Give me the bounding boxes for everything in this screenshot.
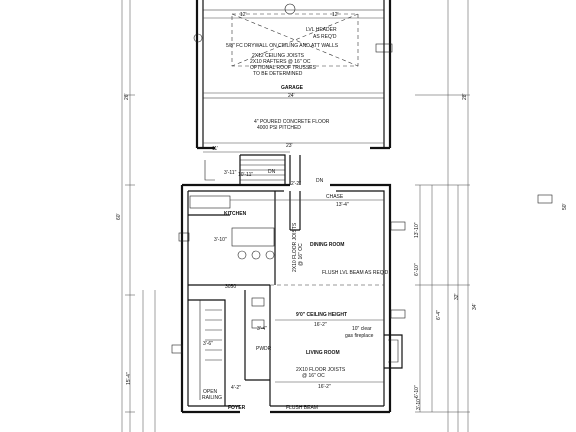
dim-24: 24': [288, 93, 295, 99]
dim-23: 23': [286, 143, 293, 149]
svg-text:@ 16" OC: @ 16" OC: [298, 243, 304, 266]
dim-13-10: 13'-10": [414, 222, 420, 238]
dim-10-11: 10'-11": [238, 172, 253, 178]
dim-3-11: 3'-11": [224, 170, 237, 176]
labels: LVL HEADER AS REQ'D 5/8" FC DRYWALL ON C…: [202, 27, 389, 411]
floor-note-1: 4" POURED CONCRETE FLOOR: [254, 119, 330, 125]
ceiling-joists-note: 2X12 CEILING JOISTS: [252, 53, 305, 59]
code-dn-garage: DN: [268, 169, 276, 175]
clearance-note-2: gas fireplace: [345, 333, 374, 339]
dim-4-2: 4'-2": [231, 385, 241, 391]
fireplace: [384, 334, 403, 369]
dim-3-4: 3'-4": [257, 326, 267, 332]
trusses-note-2: TO BE DETERMINED: [253, 71, 303, 77]
garage-header: [193, 3, 384, 99]
foyer-label: FOYER: [228, 405, 246, 411]
rafters-note: 2X10 RAFTERS @ 16" OC: [250, 59, 311, 65]
living-room-label: LIVING ROOM: [306, 350, 340, 356]
kitchen-label: KITCHEN: [224, 211, 247, 217]
dim-6-4: 6'-4": [436, 310, 442, 320]
chase-label: CHASE: [326, 194, 344, 200]
flush-lvl-note: FLUSH LVL BEAM AS REQ'D: [322, 270, 389, 276]
code-3050: 3050: [225, 284, 236, 290]
garage-label: GARAGE: [281, 85, 304, 91]
dim-60: 60': [116, 213, 122, 220]
dim-16-2a: 16'-2": [314, 322, 327, 328]
floor-joists-oc-2: @ 16" OC: [302, 373, 325, 379]
lvl-header-label: LVL HEADER: [306, 27, 337, 33]
garage-walls: [195, 0, 392, 150]
dim-3-6: 3'-6": [203, 341, 213, 347]
dim-15-4: 15'-4": [126, 372, 132, 385]
clearance-note-1: 10" clear: [352, 326, 372, 332]
code-dn: DN: [316, 178, 324, 184]
vertical-dimension-labels: 26' 28' 60' 50' 32' 34' 13'-10" 6'-10" 6…: [116, 93, 568, 410]
dim-26: 26': [124, 93, 130, 100]
dining-joist-note: 2X10 FLOOR JOISTS @ 16" OC: [292, 222, 304, 272]
flush-beam-label: FLUSH BEAM: [286, 405, 318, 411]
as-reqd-label: AS REQ'D: [313, 34, 337, 40]
dim-12a: 12': [240, 12, 247, 18]
garage-stairs: [204, 154, 301, 185]
dim-3-10: 3'-10": [214, 237, 227, 243]
interior-walls: [188, 191, 384, 406]
dim-2-2: 2'-2": [291, 181, 301, 187]
dim-50: 50': [562, 203, 568, 210]
powder-room-label: PWDR: [256, 346, 272, 352]
dim-34: 34': [472, 303, 478, 310]
callout-boxes: [171, 43, 553, 354]
trusses-note-1: OPTIONAL ROOF TRUSSES: [250, 65, 317, 71]
dim-6-10b: 6'-10": [414, 385, 420, 398]
ceiling-height-label: 9'0" CEILING HEIGHT: [296, 312, 347, 318]
dimension-lines: [121, 0, 470, 432]
svg-text:2X10 FLOOR JOISTS: 2X10 FLOOR JOISTS: [292, 222, 298, 272]
open-railing-1: OPEN: [203, 389, 218, 395]
house-walls: [180, 183, 392, 414]
dim-28: 28': [462, 93, 468, 100]
dim-11: 11': [212, 146, 218, 152]
kitchen-island: [189, 195, 275, 260]
drywall-note: 5/8" FC DRYWALL ON CEILING AND ATT WALLS: [226, 43, 339, 49]
dim-3-10b: 3'-10": [416, 397, 422, 410]
dining-room-label: DINING ROOM: [310, 242, 344, 248]
dim-32: 32': [454, 293, 460, 300]
dim-16-2b: 16'-2": [318, 384, 331, 390]
open-railing-2: RAILING: [202, 395, 222, 401]
dim-6-10: 6'-10": [414, 263, 420, 276]
dimension-labels: 12' 12' 24' 11' 23' 13'-4" 16'-2" 16'-2"…: [203, 12, 349, 391]
dim-13-4: 13'-4": [336, 202, 349, 208]
floor-note-2: 4000 PSI PITCHED: [257, 125, 301, 131]
dim-12b: 12': [332, 12, 339, 18]
floor-joists-note-2: 2X10 FLOOR JOISTS: [296, 367, 346, 373]
